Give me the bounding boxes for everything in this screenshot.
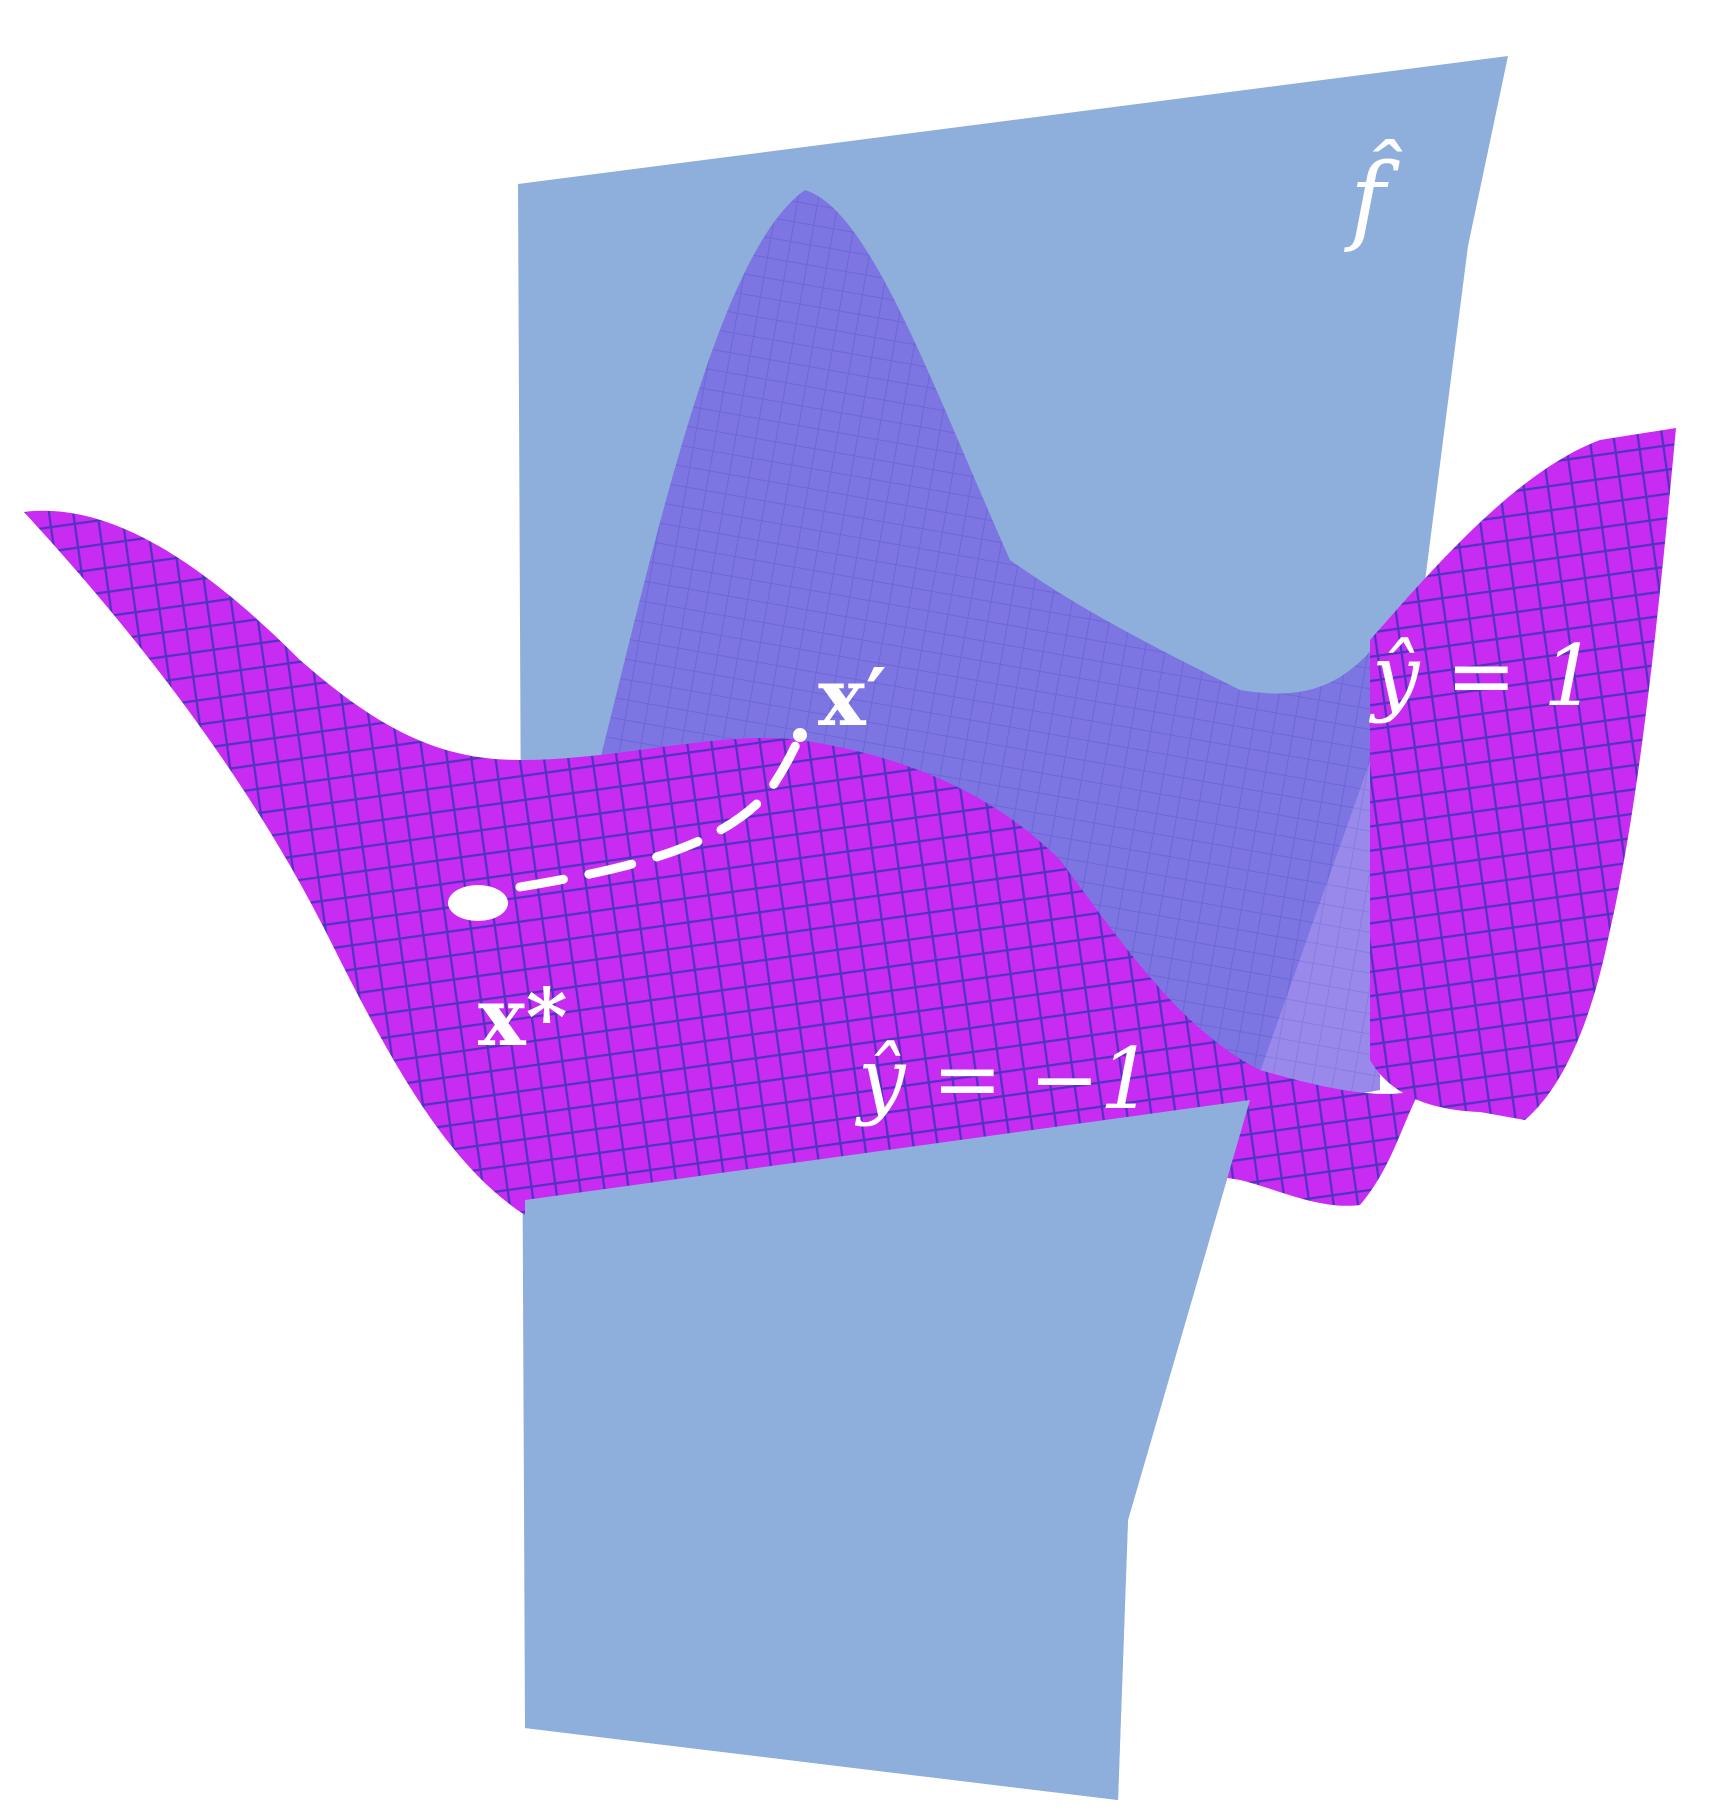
x-prime-label: x′ xyxy=(818,650,887,744)
x-prime-marker xyxy=(793,728,807,742)
adversarial-path xyxy=(515,730,805,892)
x-star-marker xyxy=(448,885,508,921)
surface-back-peak xyxy=(600,190,1380,1110)
surface-right-wing xyxy=(1370,428,1676,1120)
y-neg-label: ŷ = −1 xyxy=(854,1030,1153,1128)
x-star-label: x* xyxy=(478,970,568,1064)
y-pos-label: ŷ = 1 xyxy=(1368,627,1597,725)
surface-front xyxy=(24,510,1420,1247)
decision-plane-front xyxy=(525,1100,1250,1800)
